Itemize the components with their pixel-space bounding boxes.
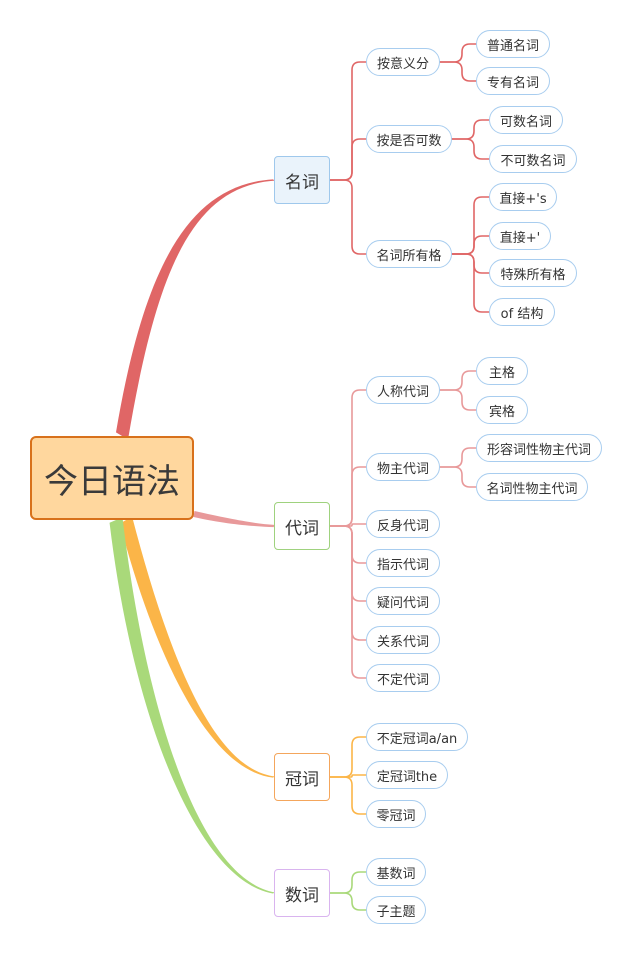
connector-line xyxy=(451,253,490,313)
leaf-special-possessive[interactable]: 特殊所有格 xyxy=(489,259,577,287)
subtopic-by-meaning[interactable]: 按意义分 xyxy=(366,48,440,76)
topic-pronoun[interactable]: 代词 xyxy=(274,502,330,550)
connector-line xyxy=(451,235,490,255)
connector-line xyxy=(329,523,367,527)
branch-connector xyxy=(193,511,275,528)
subtopic-cardinal-number[interactable]: 基数词 xyxy=(366,858,426,886)
root-topic[interactable]: 今日语法 xyxy=(30,436,194,520)
connector-line xyxy=(439,43,477,63)
leaf-uncountable-noun[interactable]: 不可数名词 xyxy=(489,145,577,173)
leaf-common-noun[interactable]: 普通名词 xyxy=(476,30,550,58)
connector-line xyxy=(439,370,477,391)
subtopic-relative-pronoun[interactable]: 关系代词 xyxy=(366,626,440,654)
subtopic-zero-article[interactable]: 零冠词 xyxy=(366,800,426,828)
connector-line xyxy=(329,525,367,679)
subtopic-possessive-pronoun[interactable]: 物主代词 xyxy=(366,453,440,481)
branch-connector xyxy=(115,179,276,440)
leaf-nominal-possessive[interactable]: 名词性物主代词 xyxy=(476,473,588,501)
leaf-proper-noun[interactable]: 专有名词 xyxy=(476,67,550,95)
subtopic-indefinite-pronoun[interactable]: 不定代词 xyxy=(366,664,440,692)
topic-article[interactable]: 冠词 xyxy=(274,753,330,801)
connector-line xyxy=(329,466,367,527)
connector-line xyxy=(439,447,477,468)
subtopic-definite-article[interactable]: 定冠词the xyxy=(366,761,448,789)
leaf-apostrophe-s[interactable]: 直接+'s xyxy=(489,183,557,211)
connector-line xyxy=(329,179,367,255)
subtopic-interrogative-pronoun[interactable]: 疑问代词 xyxy=(366,587,440,615)
leaf-objective-case[interactable]: 宾格 xyxy=(476,396,528,424)
leaf-subjective-case[interactable]: 主格 xyxy=(476,357,528,385)
subtopic-reflexive-pronoun[interactable]: 反身代词 xyxy=(366,510,440,538)
connector-line xyxy=(329,871,367,894)
connector-line xyxy=(329,61,367,181)
subtopic-personal-pronoun[interactable]: 人称代词 xyxy=(366,376,440,404)
branch-connector xyxy=(119,516,276,778)
connector-line xyxy=(329,774,367,778)
topic-numeral[interactable]: 数词 xyxy=(274,869,330,917)
leaf-of-structure[interactable]: of 结构 xyxy=(489,298,555,326)
connector-line xyxy=(329,736,367,778)
connector-line xyxy=(439,61,477,82)
connector-line xyxy=(329,525,367,641)
subtopic-demonstrative-pronoun[interactable]: 指示代词 xyxy=(366,549,440,577)
leaf-apostrophe[interactable]: 直接+' xyxy=(489,222,551,250)
connector-line xyxy=(329,776,367,815)
leaf-adjectival-possessive[interactable]: 形容词性物主代词 xyxy=(476,434,602,462)
subtopic-possessive-case[interactable]: 名词所有格 xyxy=(366,240,452,268)
topic-noun[interactable]: 名词 xyxy=(274,156,330,204)
connector-line xyxy=(329,525,367,564)
subtopic-by-countability[interactable]: 按是否可数 xyxy=(366,125,452,153)
leaf-countable-noun[interactable]: 可数名词 xyxy=(489,106,563,134)
connector-line xyxy=(329,892,367,911)
connector-line xyxy=(329,138,367,181)
subtopic-subtopic[interactable]: 子主题 xyxy=(366,896,426,924)
connector-line xyxy=(439,466,477,488)
connector-line xyxy=(451,138,490,160)
connector-line xyxy=(451,253,490,274)
connector-line xyxy=(439,389,477,411)
connector-line xyxy=(329,389,367,527)
branch-connector xyxy=(109,517,276,894)
connector-line xyxy=(451,196,490,255)
subtopic-indefinite-article[interactable]: 不定冠词a/an xyxy=(366,723,468,751)
connector-line xyxy=(451,119,490,140)
